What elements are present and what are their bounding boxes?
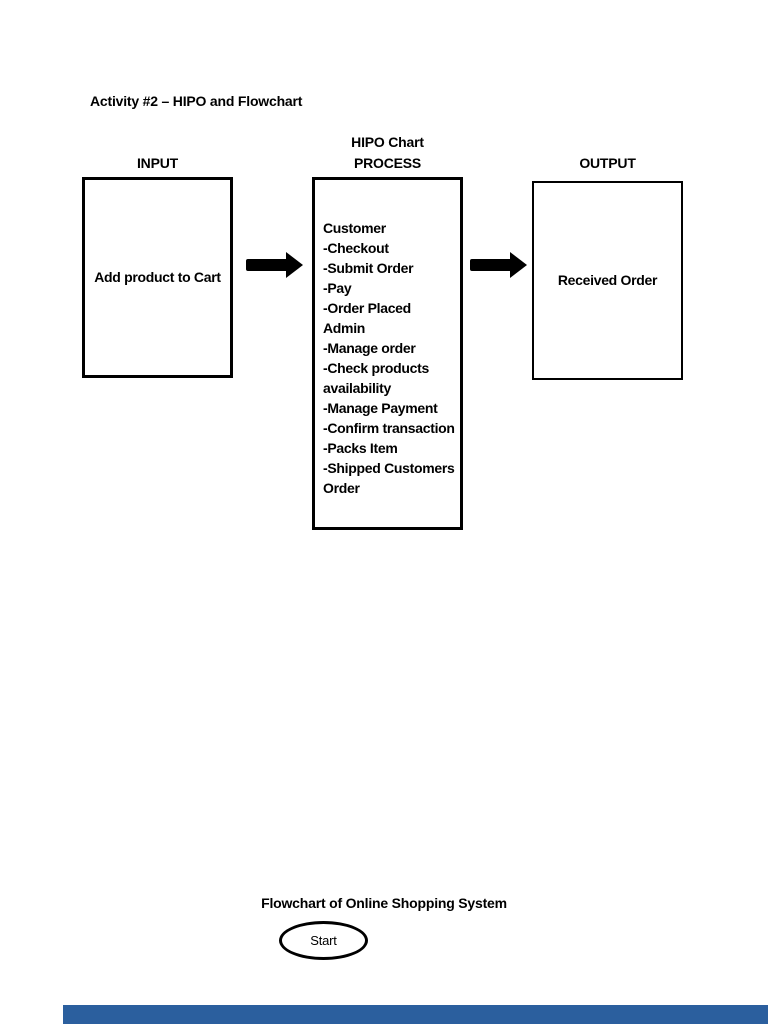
process-line: Order [323,480,360,496]
process-line: -Packs Item [323,440,398,456]
bottom-bar [63,1005,768,1024]
output-column-label: OUTPUT [579,155,636,171]
hipo-chart-heading: HIPO Chart [351,134,424,150]
flowchart-start-terminator: Start [279,921,368,960]
process-box: Customer -Checkout -Submit Order -Pay -O… [312,177,463,530]
process-line: -Manage order [323,340,416,356]
process-line: -Pay [323,280,352,296]
process-line: -Order Placed [323,300,411,316]
input-box-text: Add product to Cart [94,269,221,285]
process-line: Admin [323,320,366,336]
input-column-label: INPUT [136,155,178,171]
input-box: Add product to Cart [82,177,233,378]
document-title: Activity #2 – HIPO and Flowchart [90,93,303,109]
process-line: -Manage Payment [323,400,438,416]
arrow-shaft [246,259,288,271]
process-line: -Submit Order [323,260,414,276]
process-line: Customer [323,220,386,236]
arrow-head [286,252,303,278]
process-line: -Confirm transaction [323,420,455,436]
process-line: -Checkout [323,240,389,256]
arrow-head [510,252,527,278]
process-column-label: PROCESS [353,155,422,171]
output-box-text: Received Order [557,272,658,288]
start-label: Start [310,933,337,948]
arrow-right-icon [246,252,303,278]
arrow-shaft [470,259,512,271]
process-line: -Shipped Customers [323,460,455,476]
flowchart-heading: Flowchart of Online Shopping System [261,895,507,911]
output-box: Received Order [532,181,683,380]
arrow-right-icon [470,252,527,278]
process-line: -Check products [323,360,429,376]
process-line: availability [323,380,391,396]
